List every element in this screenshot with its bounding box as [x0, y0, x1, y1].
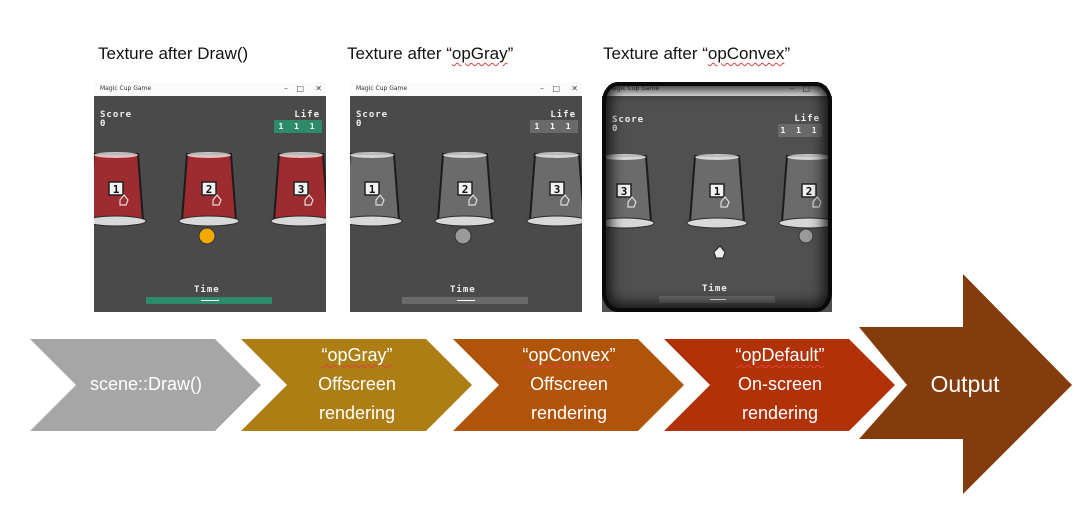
score-value: 0	[612, 124, 619, 134]
time-label: Time	[450, 285, 476, 295]
window-title: Magic Cup Game	[100, 85, 152, 92]
life-label: Life	[794, 114, 820, 124]
close-icon: ✕	[821, 84, 828, 93]
stage-gray-label: “opGray” Offscreen rendering	[287, 341, 427, 428]
stage-draw-text: scene::Draw()	[89, 374, 203, 394]
cups-layer: 3 1 2	[602, 154, 832, 259]
cup: 2	[434, 152, 496, 227]
score-label: Score	[612, 115, 645, 125]
minimize-icon: –	[540, 84, 544, 93]
window-titlebar: Magic Cup Game – □ ✕	[350, 82, 582, 96]
cup-number: 1	[113, 183, 120, 196]
cup: 3	[270, 152, 326, 227]
cups-layer: 1 2 3	[350, 152, 582, 245]
ball	[454, 227, 472, 245]
time-bar	[659, 296, 775, 303]
output-label: Output	[930, 371, 1000, 397]
cup-number: 3	[621, 185, 628, 198]
stage-default-name: “opDefault”	[735, 345, 825, 365]
stage-default-label: “opDefault” On-screen rendering	[710, 341, 850, 428]
maximize-icon: □	[296, 84, 304, 93]
game-screenshot-convex: Magic Cup Game – □ ✕ Score 0 Life 1 1 1 …	[602, 82, 832, 312]
stage-default-line3: rendering	[741, 403, 819, 423]
cup: 2	[178, 152, 240, 227]
cups-layer: 1 2 3	[94, 152, 326, 245]
stage-convex-line3: rendering	[530, 403, 608, 423]
caption-gray-word: opGray	[451, 44, 508, 63]
life-value: 1 1 1	[778, 124, 822, 137]
score-value: 0	[356, 119, 363, 129]
cup-number: 1	[714, 185, 721, 198]
stage-convex-line2: Offscreen	[530, 374, 608, 394]
ball	[798, 228, 814, 244]
life-value: 1 1 1	[274, 120, 322, 133]
life-label: Life	[294, 110, 320, 120]
ball	[198, 227, 216, 245]
cup: 1	[94, 152, 147, 227]
stage-convex-label: “opConvex” Offscreen rendering	[499, 341, 639, 428]
maximize-icon: □	[802, 84, 810, 93]
window-titlebar: Magic Cup Game – □ ✕	[602, 82, 832, 96]
time-label: Time	[194, 285, 220, 295]
caption-convex-suffix: ”	[784, 44, 791, 63]
close-icon: ✕	[571, 84, 578, 93]
stage-default-line2: On-screen	[737, 374, 823, 394]
cup-number: 2	[806, 185, 813, 198]
caption-convex: Texture after “opConvex”	[603, 44, 790, 64]
time-bar	[146, 297, 272, 304]
minimize-icon: –	[790, 84, 794, 93]
time-bar	[402, 297, 528, 304]
caption-draw: Texture after Draw()	[98, 44, 248, 64]
cup: 1	[686, 154, 748, 229]
life-value: 1 1 1	[530, 120, 578, 133]
cup-number: 3	[554, 183, 561, 196]
hand-cursor-icon	[713, 245, 726, 259]
cup-number: 3	[298, 183, 305, 196]
close-icon: ✕	[315, 84, 322, 93]
score-value: 0	[100, 119, 107, 129]
window-titlebar: Magic Cup Game – □ ✕	[94, 82, 326, 96]
cup: 2	[778, 154, 832, 229]
caption-convex-prefix: Texture after “	[603, 44, 708, 63]
stage-gray-line3: rendering	[318, 403, 396, 423]
caption-convex-word: opConvex	[707, 44, 785, 63]
minimize-icon: –	[284, 84, 288, 93]
cup-number: 1	[369, 183, 376, 196]
score-label: Score	[356, 110, 389, 120]
cup: 3	[526, 152, 582, 227]
caption-gray-prefix: Texture after “	[347, 44, 452, 63]
stage-gray-name: “opGray”	[321, 345, 393, 365]
maximize-icon: □	[552, 84, 560, 93]
caption-draw-text: Texture after Draw()	[98, 44, 249, 63]
caption-gray-suffix: ”	[507, 44, 514, 63]
stage-convex-name: “opConvex”	[522, 345, 616, 365]
cup: 1	[350, 152, 403, 227]
window-title: Magic Cup Game	[356, 85, 408, 92]
time-label: Time	[702, 284, 728, 294]
cup-number: 2	[206, 183, 213, 196]
score-label: Score	[100, 110, 133, 120]
cup-number: 2	[462, 183, 469, 196]
caption-gray: Texture after “opGray”	[347, 44, 513, 64]
cup: 3	[602, 154, 655, 229]
stage-draw-label: scene::Draw()	[76, 370, 216, 399]
stage-gray-line2: Offscreen	[318, 374, 396, 394]
window-title: Magic Cup Game	[608, 85, 660, 92]
game-screenshot-gray: Magic Cup Game – □ ✕ Score 0 Life 1 1 1 …	[350, 82, 582, 312]
life-label: Life	[550, 110, 576, 120]
game-screenshot-draw: Magic Cup Game – □ ✕ Score 0 Life 1 1 1 …	[94, 82, 326, 312]
